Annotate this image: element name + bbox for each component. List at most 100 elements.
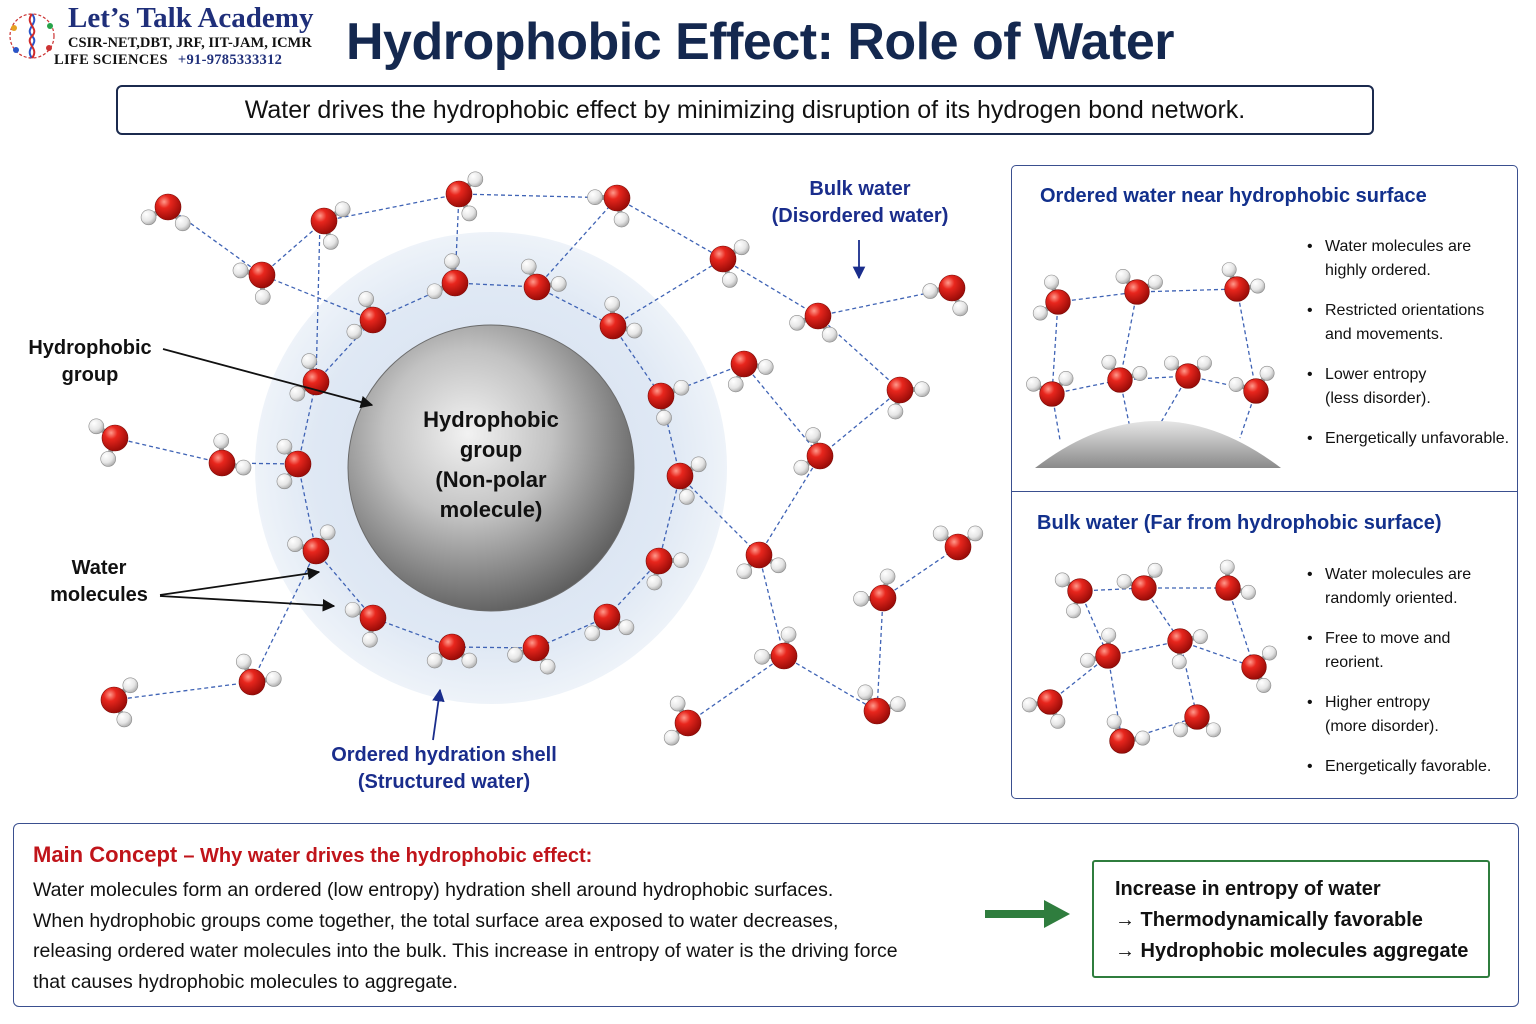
water-molecule (1215, 559, 1256, 601)
hydrogen-atom (334, 201, 351, 218)
water-arrow-1 (159, 567, 321, 596)
hydrogen-bond (323, 193, 460, 222)
logo-line1: CSIR-NET,DBT, JRF, IIT-JAM, ICMR (68, 35, 312, 51)
oxygen-atom (1067, 578, 1093, 604)
oxygen-atom (593, 603, 621, 631)
oxygen-atom (359, 604, 387, 632)
water-molecule (235, 653, 282, 696)
oxygen-atom (806, 442, 834, 470)
hydrogen-atom (444, 253, 460, 270)
water-molecule (709, 239, 750, 288)
hydrogen-atom (1044, 274, 1059, 290)
oxygen-atom (938, 274, 966, 302)
water-molecule (1228, 365, 1275, 404)
hydrogen-atom (793, 459, 810, 476)
water-molecule (100, 677, 139, 728)
oxygen-atom (730, 350, 758, 378)
oxygen-atom (745, 541, 773, 569)
main-concept-box (13, 823, 1519, 1007)
hydrogen-atom (1080, 652, 1095, 668)
oxygen-atom (359, 306, 387, 334)
hydrogen-bond (743, 363, 821, 457)
hydrogen-bond (1049, 655, 1109, 703)
hydrogen-atom (780, 626, 797, 643)
hydrogen-bond (114, 437, 223, 464)
sphere-label-line: (Non-polar (435, 467, 547, 492)
sphere-label: Hydrophobic group (Non-polar molecule) (391, 405, 591, 525)
water-molecule (789, 302, 838, 343)
subtitle-text: Water drives the hydrophobic effect by m… (244, 95, 1246, 124)
oxygen-atom (599, 312, 627, 340)
water-molecule (793, 427, 834, 476)
hydration-shell-arrow (432, 688, 445, 741)
hydrogen-atom (690, 456, 707, 473)
hydrogen-bond (451, 646, 537, 649)
hydrogen-atom (853, 590, 869, 607)
oxygen-atom (645, 547, 673, 575)
hydrogen-atom (879, 568, 896, 585)
hydrogen-atom (1021, 697, 1037, 713)
hydrogen-bond (1107, 655, 1123, 742)
hydrogen-bond (372, 617, 453, 648)
hydrogen-bond (372, 282, 456, 321)
hydrogen-bond (1121, 716, 1198, 742)
water-molecules-label: Water molecules (34, 555, 164, 609)
concept-line: Water molecules form an ordered (low ent… (33, 879, 834, 901)
sphere-label-line: molecule) (439, 497, 543, 522)
hydrogen-atom (1054, 572, 1070, 588)
water-molecule (232, 261, 276, 305)
label-line: Bulk water (809, 178, 911, 200)
hydrogen-atom (122, 677, 139, 694)
oxygen-atom (863, 697, 891, 725)
hydrogen-atom (1148, 274, 1163, 290)
hydrogen-atom (276, 473, 293, 490)
oxygen-atom (100, 686, 128, 714)
water-molecule (344, 601, 387, 648)
hydrogen-atom (932, 525, 949, 542)
oxygen-atom (441, 269, 469, 297)
concept-line: that causes hydrophobic molecules to agg… (33, 970, 458, 993)
hydrogen-atom (663, 729, 680, 746)
water-molecule (736, 541, 787, 580)
hydrogen-bond (679, 475, 760, 556)
water-molecule (1241, 645, 1277, 693)
hydrogen-bond (876, 597, 884, 712)
oxygen-atom (208, 449, 236, 477)
oxygen-atom (886, 376, 914, 404)
hydrogen-bond (454, 193, 460, 284)
hydrogen-atom (467, 171, 484, 188)
hydrogen-atom (789, 314, 805, 331)
hydrogen-atom (140, 209, 157, 226)
oxygen-atom (1131, 575, 1157, 601)
hydrogen-atom (1058, 371, 1074, 386)
hydrogen-atom (1032, 305, 1048, 321)
hydrogen-atom (656, 409, 672, 426)
oxygen-atom (1124, 279, 1150, 305)
hydrogen-atom (1026, 376, 1041, 392)
hydrogen-atom (461, 205, 478, 222)
oxygen-atom (1107, 367, 1133, 393)
oxygen-atom (1224, 276, 1250, 302)
hydrogen-atom (358, 291, 375, 307)
bullet-line: reorient. (1325, 654, 1384, 671)
water-molecule (1080, 627, 1121, 669)
hydrogen-atom (116, 711, 133, 728)
bullet-item: Lower entropy(less disorder). (1307, 363, 1509, 411)
label-line: (Structured water) (357, 771, 531, 793)
hydrogen-bond (1179, 640, 1198, 718)
result-line: → Hydrophobic molecules aggregate (1115, 940, 1469, 962)
oxygen-atom (1243, 378, 1269, 404)
hydrogen-atom (613, 211, 630, 228)
oxygen-atom (310, 207, 338, 235)
hydrogen-bond (113, 681, 253, 701)
hydrogen-atom (857, 684, 874, 701)
water-molecule (727, 350, 774, 393)
water-molecule (1164, 355, 1212, 389)
hydrogen-atom (1106, 714, 1122, 730)
bullet-line: Free to move and (1325, 630, 1451, 647)
hydrogen-atom (235, 653, 252, 670)
hydrogen-atom (362, 631, 378, 648)
hydrogen-atom (1228, 377, 1244, 392)
water-molecule (140, 193, 191, 232)
